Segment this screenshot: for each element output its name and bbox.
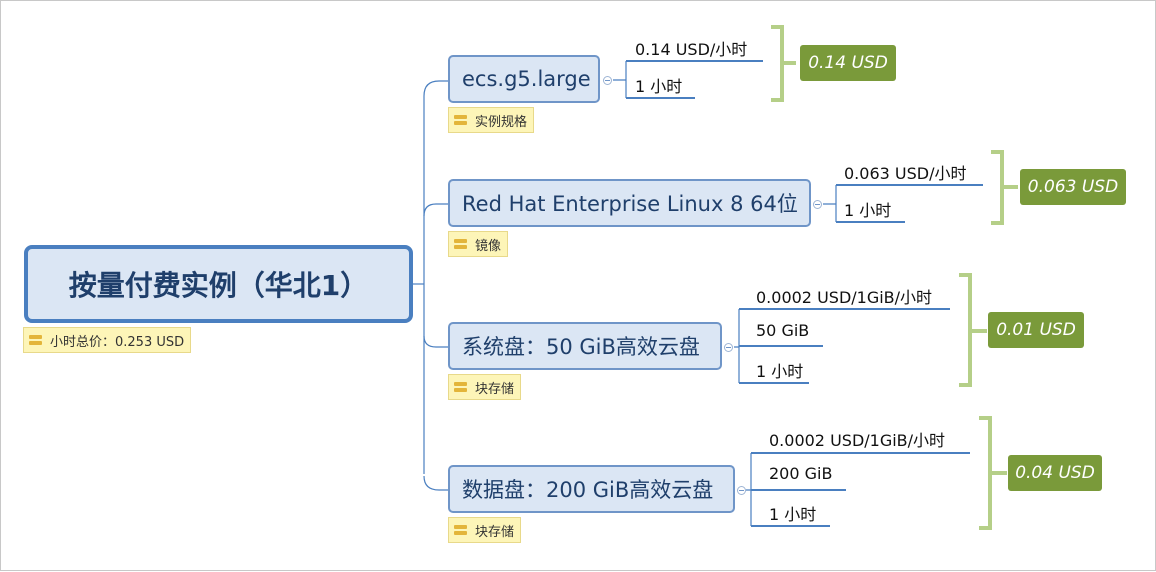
branch-instance-type[interactable]: ecs.g5.large — [448, 55, 600, 103]
leaf-item[interactable]: 200 GiB — [769, 464, 833, 483]
branch-note-text: 块存储 — [475, 524, 515, 540]
collapse-toggle-icon[interactable] — [737, 486, 746, 495]
branch-note-text: 镜像 — [475, 238, 502, 254]
leaf-item[interactable]: 1 小时 — [844, 201, 892, 220]
root-note-text: 小时总价：0.253 USD — [50, 334, 185, 350]
summary-badge[interactable]: 0.01 USD — [988, 312, 1084, 348]
leaf-item[interactable]: 0.063 USD/小时 — [844, 164, 967, 183]
leaf-item[interactable]: 0.0002 USD/1GiB/小时 — [769, 431, 946, 450]
note-icon — [454, 524, 467, 536]
leaf-item[interactable]: 0.14 USD/小时 — [635, 40, 748, 59]
branch-note-text: 块存储 — [475, 381, 515, 397]
summary-badge[interactable]: 0.14 USD — [800, 45, 896, 81]
branch-note-text: 实例规格 — [475, 114, 528, 130]
leaf-item[interactable]: 1 小时 — [756, 362, 804, 381]
note-icon — [454, 114, 467, 126]
branch-system-disk[interactable]: 系统盘：50 GiB高效云盘 — [448, 322, 722, 370]
summary-badge[interactable]: 0.063 USD — [1020, 169, 1126, 205]
note-icon — [454, 238, 467, 250]
leaf-item[interactable]: 50 GiB — [756, 321, 810, 340]
leaf-item[interactable]: 0.0002 USD/1GiB/小时 — [756, 288, 933, 307]
summary-badge[interactable]: 0.04 USD — [1008, 455, 1102, 491]
root-note: 小时总价：0.253 USD — [23, 327, 192, 353]
leaf-item[interactable]: 1 小时 — [769, 505, 817, 524]
branch-note: 块存储 — [448, 374, 522, 400]
collapse-toggle-icon[interactable] — [813, 200, 822, 209]
leaf-item[interactable]: 1 小时 — [635, 77, 683, 96]
collapse-toggle-icon[interactable] — [724, 343, 733, 352]
collapse-toggle-icon[interactable] — [603, 76, 612, 85]
branch-note: 实例规格 — [448, 107, 535, 133]
note-icon — [454, 381, 467, 393]
branch-image[interactable]: Red Hat Enterprise Linux 8 64位 — [448, 179, 811, 227]
note-icon — [29, 334, 42, 346]
branch-data-disk[interactable]: 数据盘：200 GiB高效云盘 — [448, 465, 735, 513]
branch-note: 块存储 — [448, 517, 522, 543]
root-topic[interactable]: 按量付费实例（华北1） — [24, 245, 413, 323]
branch-note: 镜像 — [448, 231, 509, 257]
